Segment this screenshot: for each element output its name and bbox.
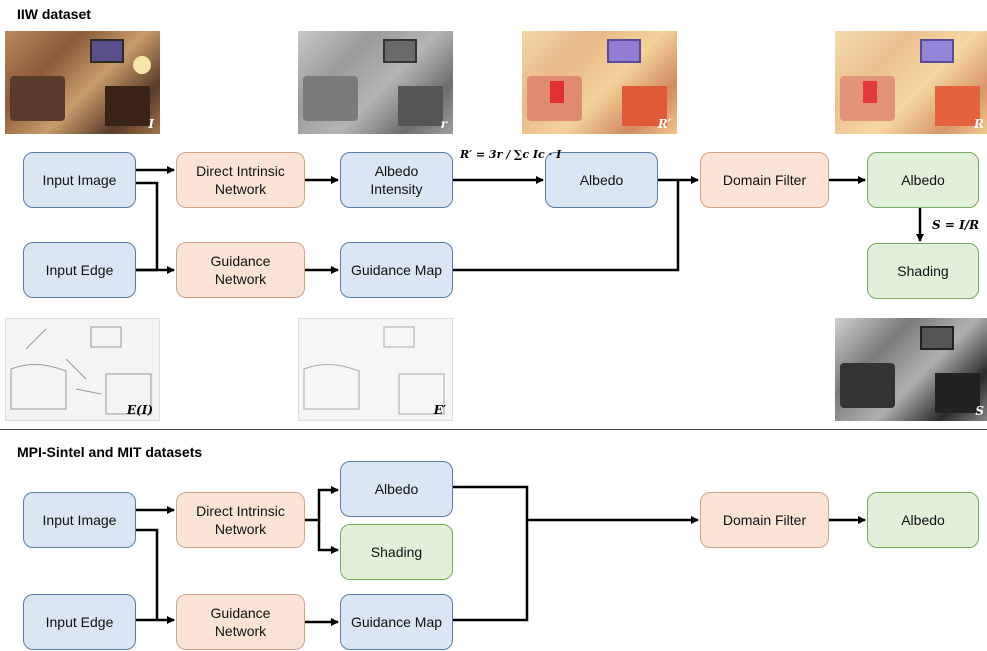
iiw-albedo-mid-box: Albedo [545,152,658,208]
rprime-formula: R′ = 3r / ∑c Ic · I [460,148,562,161]
iiw-direct-intrinsic-network-box: Direct Intrinsic Network [176,152,305,208]
edge-prime-label: E′ [433,403,446,417]
mpi-domain-filter-box: Domain Filter [700,492,829,548]
mpi-direct-intrinsic-network-box: Direct Intrinsic Network [176,492,305,548]
line-mpi-albedo-out [453,485,529,622]
input-image-thumbnail: I [5,31,160,134]
albedo-r-label: R [974,117,984,131]
iiw-albedo-out-box: Albedo [867,152,979,208]
iiw-guidance-map-box: Guidance Map [340,242,453,298]
albedo-r-thumbnail: R [835,31,987,134]
iiw-input-image-box: Input Image [23,152,136,208]
edge-label: E(I) [126,403,153,417]
mpi-input-image-box: Input Image [23,492,136,548]
guidance-map-thumbnail: E′ [298,318,453,421]
iiw-albedo-intensity-box: Albedo Intensity [340,152,453,208]
section-divider [0,429,987,430]
albedo-rprime-thumbnail: R′ [522,31,677,134]
mpi-shading-box: Shading [340,524,453,580]
line-mpi-image-branch [136,528,159,620]
input-edge-thumbnail: E(I) [5,318,160,421]
arrow-mpi-direct-to-shading [317,520,339,554]
shading-label: S [975,404,984,418]
arrow-mpi-direct-to-albedo [305,486,339,522]
iiw-input-edge-box: Input Edge [23,242,136,298]
mpi-input-edge-box: Input Edge [23,594,136,650]
mpi-guidance-network-box: Guidance Network [176,594,305,650]
albedo-intensity-thumbnail: r [298,31,453,134]
iiw-guidance-network-box: Guidance Network [176,242,305,298]
albedo-rprime-label: R′ [657,117,671,131]
line-image-branch [136,181,159,270]
shading-thumbnail: S [835,318,987,421]
iiw-domain-filter-box: Domain Filter [700,152,829,208]
input-image-label: I [148,117,154,131]
iiw-shading-out-box: Shading [867,243,979,299]
line-map-to-filter [453,180,680,272]
shading-formula: S = I/R [932,218,980,232]
iiw-section-title: IIW dataset [17,6,91,22]
mpi-section-title: MPI-Sintel and MIT datasets [17,444,203,460]
mpi-albedo-out-box: Albedo [867,492,979,548]
intensity-label: r [440,117,447,131]
mpi-guidance-map-box: Guidance Map [340,594,453,650]
mpi-albedo-box: Albedo [340,461,453,517]
